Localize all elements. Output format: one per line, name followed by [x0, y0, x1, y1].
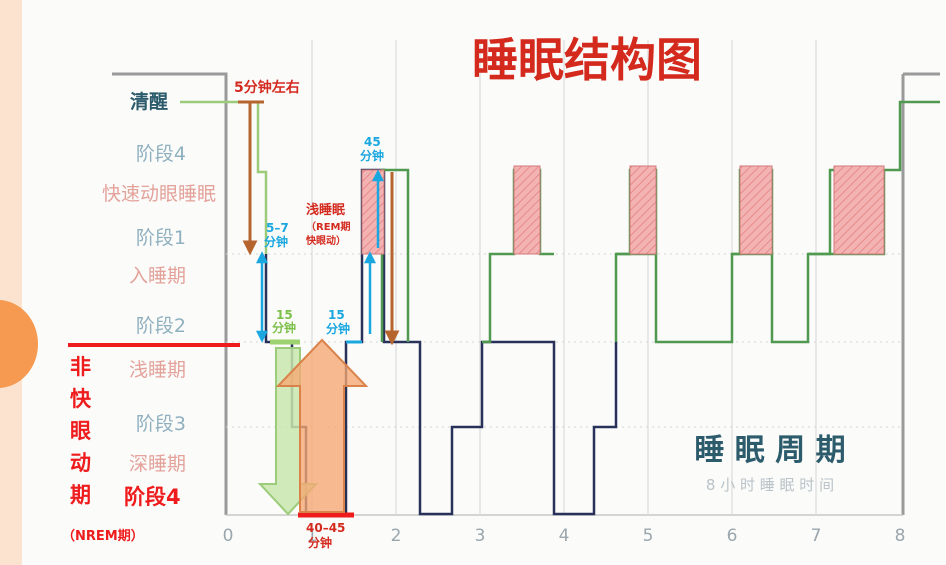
x-tick-7: 7	[811, 526, 822, 546]
nrem-char-2: 快	[70, 387, 92, 411]
x-tick-0: 0	[223, 526, 234, 546]
level-label-stage2: 阶段2	[136, 315, 186, 337]
level-label-stage1-sub: 入睡期	[129, 265, 186, 287]
level-label-stage3-sub: 深睡期	[129, 453, 186, 475]
rem-description-title: 浅睡眠	[306, 202, 345, 218]
x-tick-4: 4	[559, 526, 570, 546]
nrem-char-4: 动	[70, 451, 91, 475]
stage2-duration-line1: 15	[276, 308, 293, 322]
level-label-rem: 快速动眼睡眠	[102, 183, 216, 205]
x-tick-6: 6	[727, 526, 738, 546]
nrem-char-1: 非	[70, 355, 91, 379]
rem-blocks	[361, 165, 885, 255]
hypnogram-light-segment	[380, 168, 410, 342]
rem-description-line3: 快眼动）	[305, 234, 346, 247]
rem-duration-line2: 分钟	[360, 148, 384, 163]
nrem-char-3: 眼	[70, 419, 91, 443]
level-labels: 清醒 阶段4 快速动眼睡眠 阶段1 入睡期 阶段2 浅睡期 阶段3 深睡期	[102, 90, 216, 475]
hypnogram-wake-segment	[180, 100, 268, 254]
diagram-title: 睡眠结构图	[472, 33, 702, 87]
x-tick-8: 8	[895, 526, 906, 546]
diagram-panel	[22, 0, 946, 565]
orange-up-arrow	[275, 338, 369, 513]
stage1-duration-line2: 分钟	[264, 234, 288, 249]
brown-duration-arrows	[238, 100, 400, 346]
rem-block-1	[361, 169, 385, 255]
rem-block-4	[739, 165, 773, 255]
nrem-period-label: （NREM期）	[62, 528, 144, 544]
rem-description-line2: （REM期	[306, 220, 350, 233]
stage1-duration-line1: 5–7	[266, 221, 289, 235]
side-strip	[0, 0, 22, 565]
cycle-subtitle: 8 小 时 睡 眠 时 间	[706, 476, 834, 494]
level-label-stage2-sub: 浅睡期	[129, 359, 186, 381]
deep-duration-line1: 40–45	[306, 521, 345, 535]
blue-duration-arrows	[255, 169, 385, 344]
cycle-title: 睡 眠 周 期	[694, 433, 845, 468]
nrem-char-5: 期	[70, 483, 91, 507]
level-label-stage1: 阶段1	[136, 227, 186, 249]
stage1-duration-label: 5–7 分钟	[264, 221, 289, 249]
x-axis-tick-labels: 0 1 2 3 4 5 6 7 8	[223, 526, 906, 546]
rem-block-3	[629, 165, 657, 255]
rem-duration-line1: 45	[364, 135, 381, 149]
x-tick-3: 3	[475, 526, 486, 546]
level-label-stage3: 阶段3	[136, 413, 186, 435]
deep-duration-line2: 分钟	[308, 535, 332, 550]
level-label-wake: 清醒	[130, 90, 168, 113]
x-tick-2: 2	[391, 526, 402, 546]
rem-block-2	[513, 165, 541, 255]
x-tick-5: 5	[643, 526, 654, 546]
nrem-stage4-label: 阶段4	[124, 485, 181, 509]
level-label-stage4-top: 阶段4	[136, 143, 186, 165]
rem-description-label: 浅睡眠 （REM期 快眼动）	[305, 202, 350, 247]
deep-duration-label: 40–45 分钟	[306, 521, 345, 550]
wake-duration-label: 5分钟左右	[234, 79, 300, 96]
rem-block-5	[833, 165, 885, 255]
stage2b-duration-line2: 分钟	[326, 321, 350, 336]
stage2-duration-label: 15 分钟	[272, 308, 296, 335]
stage2b-duration-label: 15 分钟	[326, 308, 350, 336]
stage2b-duration-line1: 15	[328, 308, 345, 322]
rem-duration-label: 45 分钟	[360, 135, 384, 163]
nrem-vertical-label: 非 快 眼 动 期 阶段4	[70, 355, 181, 509]
x-tick-1: 1	[307, 526, 318, 546]
hypnogram-late-cycles	[614, 100, 940, 344]
stage2-duration-line2: 分钟	[272, 320, 296, 335]
